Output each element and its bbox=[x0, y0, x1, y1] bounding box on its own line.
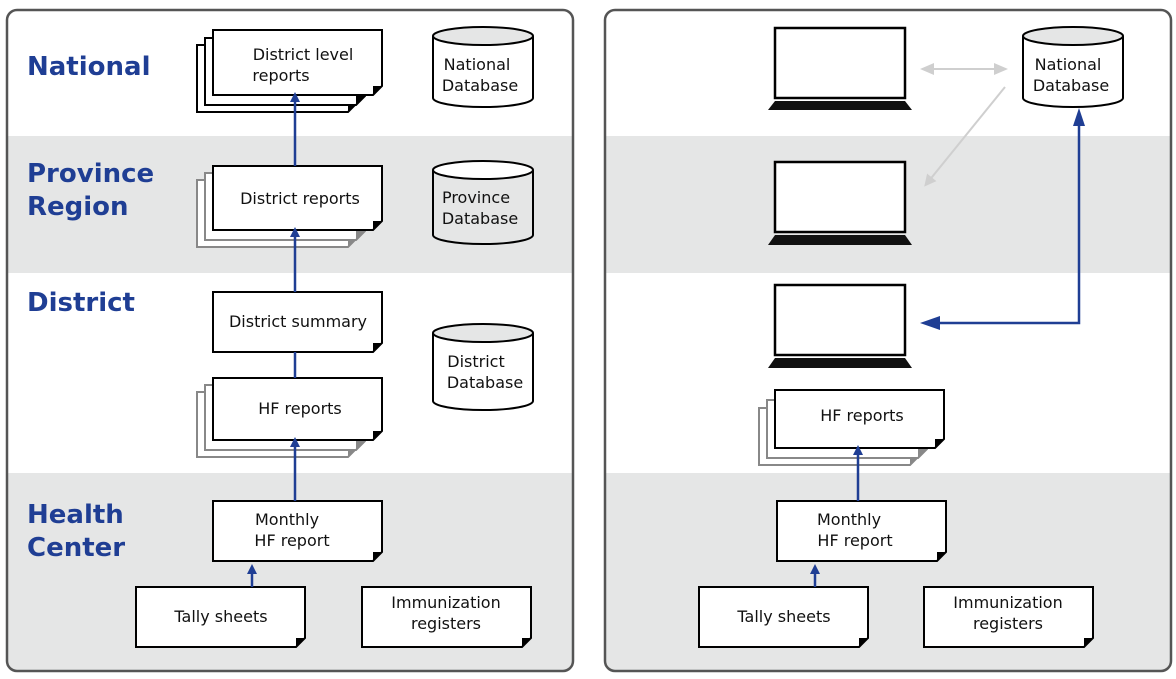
laptop-icon bbox=[768, 160, 912, 245]
district-database-line1: District bbox=[447, 352, 504, 371]
hf-reports-stack-right: HF reports bbox=[758, 389, 945, 466]
hf-reports-label-left: HF reports bbox=[258, 399, 342, 418]
left-panel: National Province Region District Health… bbox=[5, 8, 575, 673]
tally-sheets-doc-left: Tally sheets bbox=[135, 586, 306, 648]
province-database-line2: Database bbox=[442, 209, 518, 228]
tally-sheets-doc-right: Tally sheets bbox=[698, 586, 869, 648]
province-database-cylinder: Province Database bbox=[432, 160, 534, 245]
district-level-reports-line1: District level bbox=[253, 45, 354, 64]
district-level-reports-stack: District level reports bbox=[196, 29, 383, 113]
district-database-cylinder: District Database bbox=[432, 323, 534, 411]
national-database-line2-right: Database bbox=[1033, 76, 1109, 95]
national-database-cylinder-right: National Database bbox=[1022, 26, 1124, 108]
immunization-registers-line1-right: Immunization bbox=[953, 593, 1062, 612]
level-national-label: National bbox=[27, 52, 150, 82]
right-panel: National Database HF reports bbox=[603, 8, 1173, 673]
arrow-national-to-province-laptop bbox=[924, 86, 1006, 187]
district-national-link bbox=[920, 108, 1085, 330]
right-panel-border bbox=[603, 8, 1173, 673]
national-database-cylinder-left: National Database bbox=[432, 26, 534, 108]
level-center-label: Center bbox=[27, 533, 125, 563]
immunization-registers-line2-right: registers bbox=[973, 614, 1043, 633]
arrowhead-to-laptop bbox=[920, 316, 940, 330]
immunization-registers-line1-left: Immunization bbox=[391, 593, 500, 612]
immunization-registers-doc-left: Immunization registers bbox=[361, 586, 532, 648]
level-province-label: Province bbox=[27, 159, 154, 189]
district-summary-doc: District summary bbox=[212, 291, 383, 353]
right-flow-arrows bbox=[810, 445, 863, 587]
district-reports-label: District reports bbox=[240, 189, 360, 208]
monthly-hf-report-line1-left: Monthly bbox=[255, 510, 319, 529]
arrowhead-right bbox=[994, 63, 1008, 75]
monthly-hf-report-line1-right: Monthly bbox=[817, 510, 881, 529]
hf-reports-stack-left: HF reports bbox=[196, 377, 383, 458]
arrowhead-left bbox=[920, 63, 934, 75]
monthly-hf-report-doc-left: Monthly HF report bbox=[212, 500, 383, 562]
level-region-label: Region bbox=[27, 192, 129, 222]
level-district-label: District bbox=[27, 288, 135, 318]
monthly-hf-report-line2-right: HF report bbox=[817, 531, 892, 550]
district-level-reports-line2: reports bbox=[252, 66, 309, 85]
monthly-hf-report-doc-right: Monthly HF report bbox=[776, 500, 947, 562]
link-line bbox=[933, 120, 1081, 325]
hf-reports-label-right: HF reports bbox=[820, 406, 904, 425]
level-health-label: Health bbox=[27, 500, 124, 530]
arrowhead-to-database bbox=[1073, 108, 1085, 126]
laptop-icon bbox=[768, 283, 912, 368]
left-flow-arrows bbox=[247, 92, 300, 587]
immunization-registers-line2-left: registers bbox=[411, 614, 481, 633]
left-panel-border bbox=[5, 8, 575, 673]
national-database-line1-right: National bbox=[1035, 55, 1102, 74]
national-database-line2-left: Database bbox=[442, 76, 518, 95]
monthly-hf-report-line2-left: HF report bbox=[254, 531, 329, 550]
province-database-line1: Province bbox=[442, 188, 510, 207]
immunization-registers-doc-right: Immunization registers bbox=[923, 586, 1094, 648]
laptop-icon bbox=[768, 26, 912, 110]
district-reports-stack: District reports bbox=[196, 165, 383, 248]
tally-sheets-label-right: Tally sheets bbox=[736, 607, 830, 626]
sync-arrows bbox=[920, 63, 1008, 187]
tally-sheets-label-left: Tally sheets bbox=[173, 607, 267, 626]
national-database-line1-left: National bbox=[444, 55, 511, 74]
district-summary-label: District summary bbox=[229, 312, 367, 331]
district-database-line2: Database bbox=[447, 373, 523, 392]
